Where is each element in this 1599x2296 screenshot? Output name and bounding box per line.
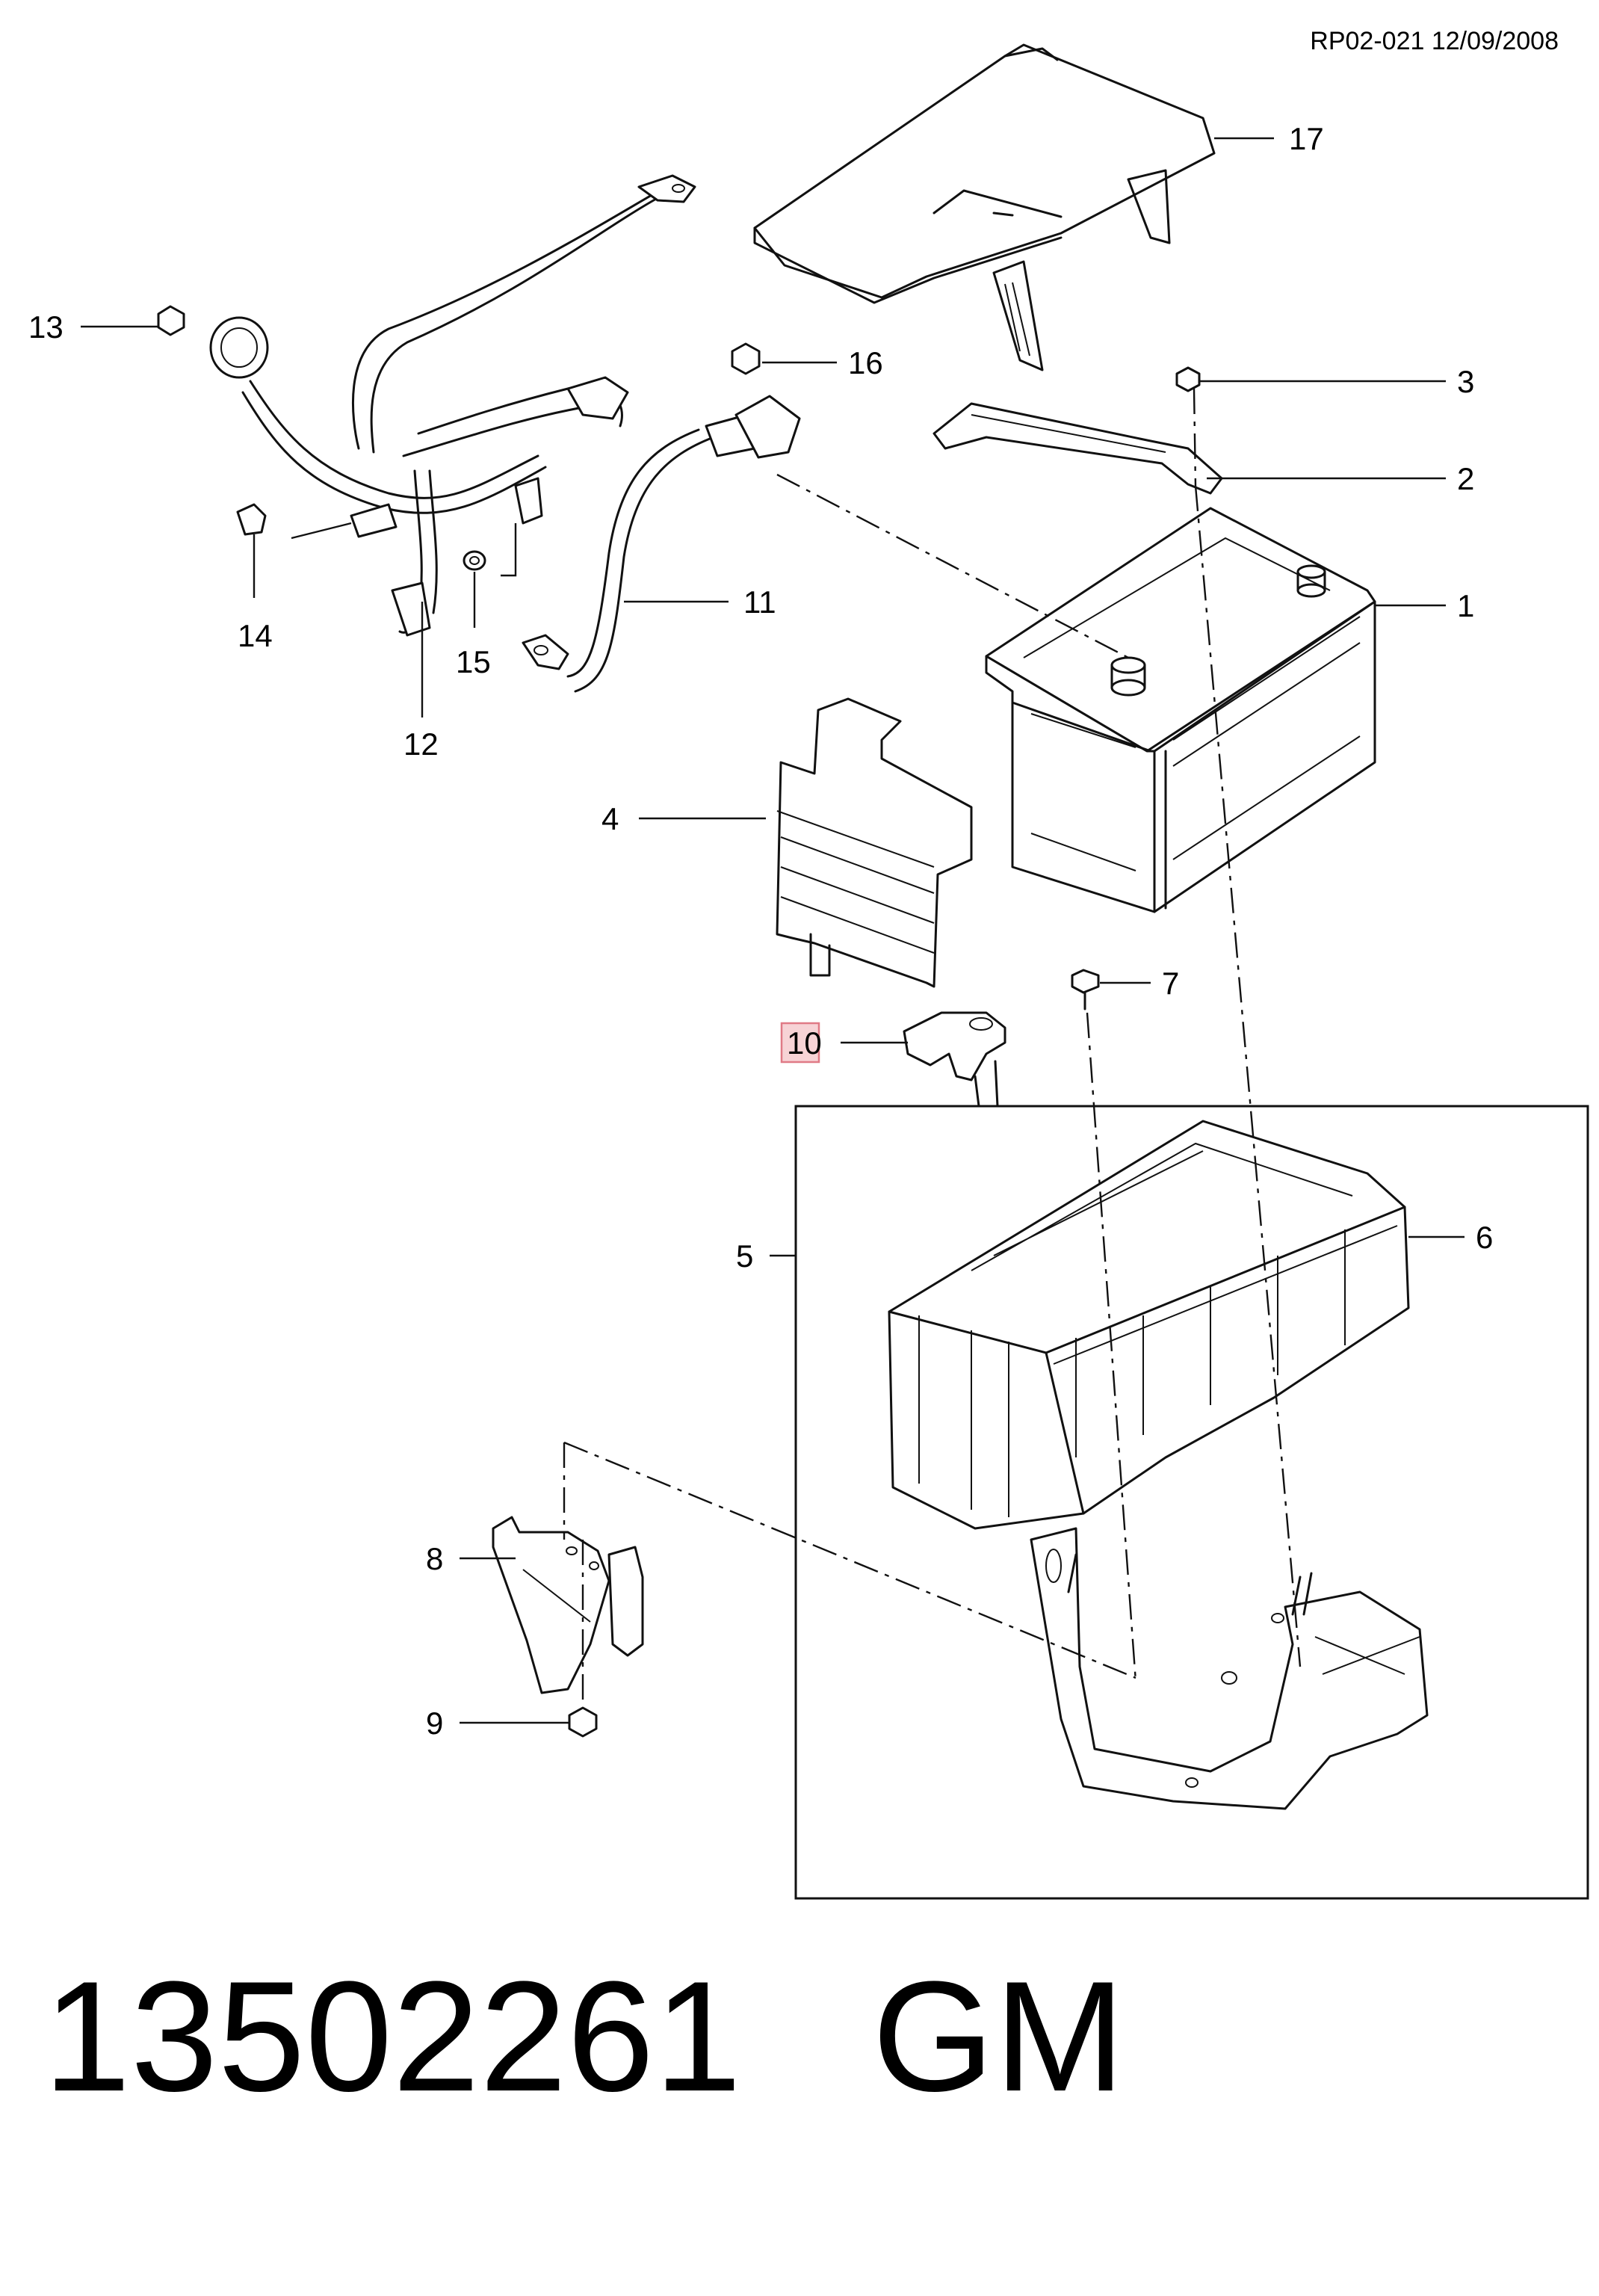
part-number-footer: 13502261 GM [43, 1958, 1125, 2115]
diagram-reference: RP02-021 12/09/2008 [1310, 27, 1559, 55]
callout-16[interactable]: 16 [848, 345, 883, 380]
battery-cable-part-12[interactable] [209, 174, 696, 637]
callout-4[interactable]: 4 [601, 801, 619, 836]
callout-6[interactable]: 6 [1476, 1220, 1493, 1255]
assembly-frame-box [794, 1105, 1589, 1900]
brand-name: GM [872, 1948, 1125, 2124]
callout-8[interactable]: 8 [426, 1541, 443, 1576]
callout-15[interactable]: 15 [456, 644, 491, 679]
callout-5[interactable]: 5 [736, 1238, 753, 1274]
battery-tray-part[interactable] [888, 1120, 1410, 1530]
nut-part-16[interactable] [731, 342, 761, 375]
clip-part-14[interactable] [236, 503, 267, 536]
battery-part[interactable] [985, 507, 1376, 913]
alignment-lines [563, 388, 1302, 1708]
callout-3[interactable]: 3 [1457, 364, 1474, 399]
bolt-part-7[interactable] [1071, 969, 1100, 1010]
battery-cover-part[interactable] [753, 43, 1216, 371]
callout-highlight [780, 1022, 820, 1064]
callout-leaders [81, 137, 1465, 1724]
support-bracket-part-8[interactable] [492, 1516, 644, 1694]
callout-12[interactable]: 12 [403, 726, 439, 762]
terminal-clamp-part-10[interactable] [903, 1011, 1006, 1108]
hold-down-bar-part[interactable] [933, 402, 1223, 495]
battery-cable-part-11[interactable] [522, 395, 801, 693]
nut-part-13[interactable] [157, 305, 185, 336]
nut-part-9[interactable] [568, 1706, 598, 1738]
callout-9[interactable]: 9 [426, 1706, 443, 1741]
lower-bracket-assembly[interactable] [1030, 1527, 1429, 1810]
callout-14[interactable]: 14 [238, 618, 273, 653]
part-number: 13502261 [43, 1948, 742, 2124]
callout-17[interactable]: 17 [1289, 121, 1324, 156]
callout-7[interactable]: 7 [1162, 966, 1179, 1001]
grommet-part-15[interactable] [463, 550, 486, 571]
callout-13[interactable]: 13 [28, 309, 64, 345]
nut-part-3[interactable] [1175, 366, 1201, 392]
callout-10[interactable]: 10 [787, 1025, 822, 1061]
callout-2[interactable]: 2 [1457, 461, 1474, 496]
callout-1[interactable]: 1 [1457, 588, 1474, 623]
callout-11[interactable]: 11 [743, 584, 776, 620]
heat-shield-part[interactable] [776, 697, 973, 988]
